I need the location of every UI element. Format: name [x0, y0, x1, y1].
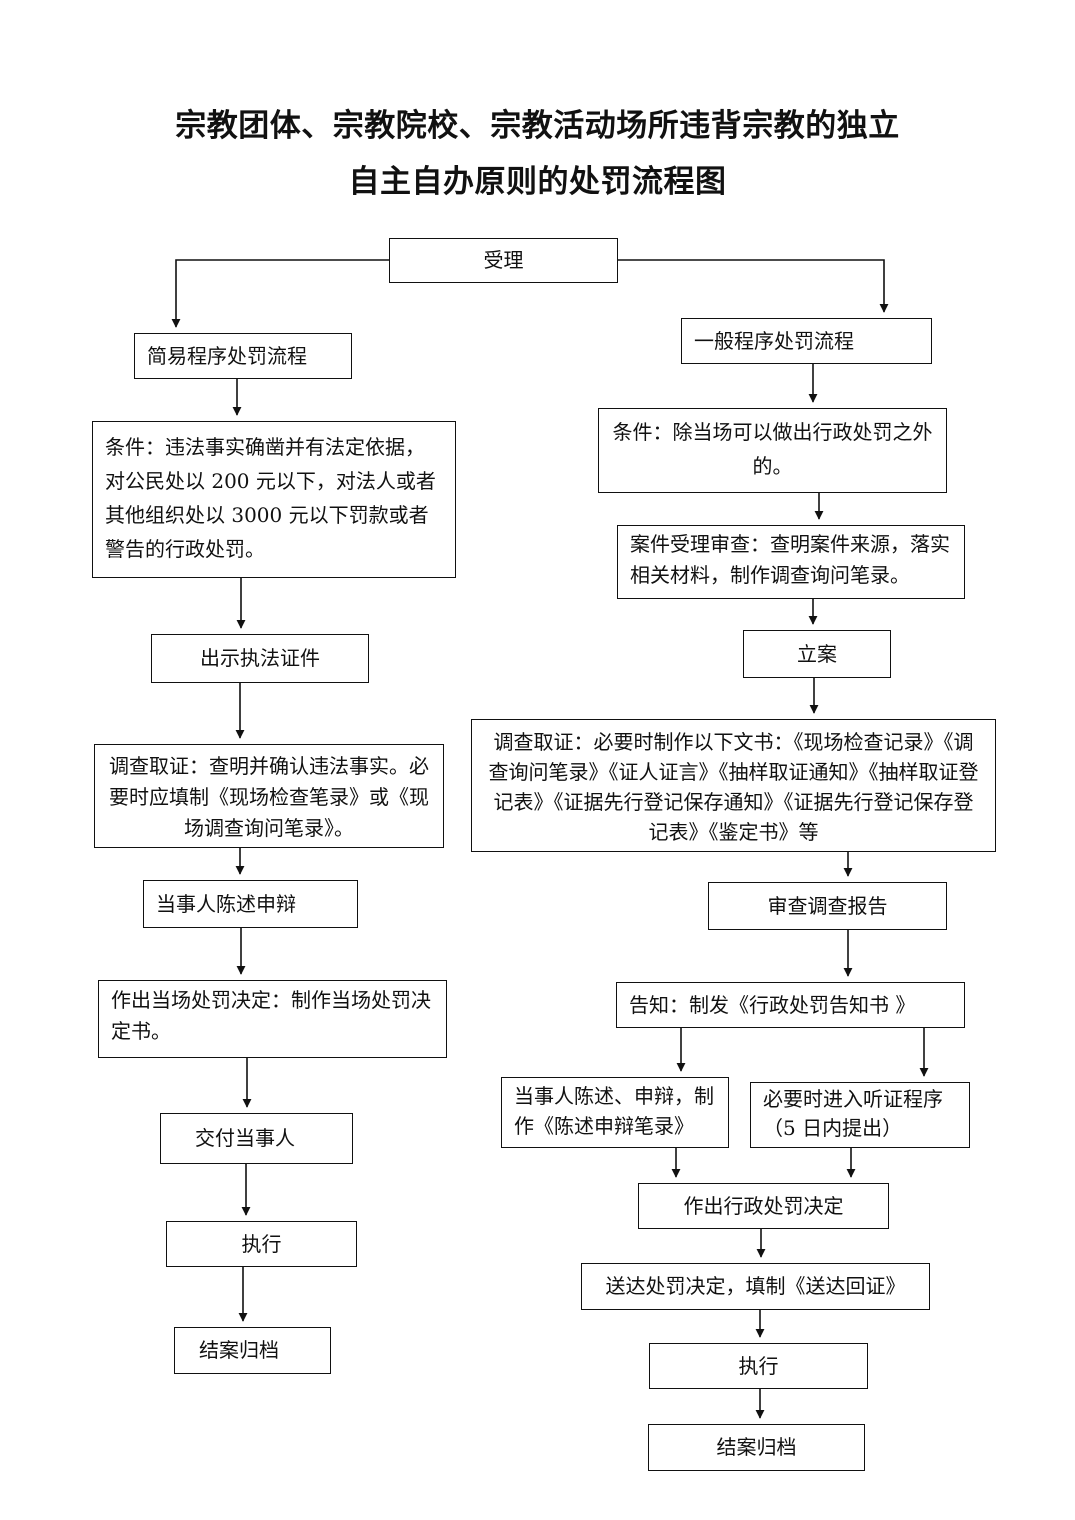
show-id-label: 出示执法证件 — [200, 646, 320, 670]
hearing-label: 必要时进入听证程序（5 日内提出） — [763, 1087, 943, 1140]
general-condition-node: 条件：除当场可以做出行政处罚之外的。 — [598, 408, 947, 493]
simple-archive-node: 结案归档 — [174, 1327, 331, 1374]
general-condition-label: 条件：除当场可以做出行政处罚之外的。 — [612, 420, 933, 478]
general-procedure-label: 一般程序处罚流程 — [694, 329, 854, 353]
serve-decision-node: 送达处罚决定，填制《送达回证》 — [581, 1263, 930, 1310]
general-procedure-node: 一般程序处罚流程 — [681, 318, 932, 364]
case-review-node: 案件受理审查：查明案件来源，落实相关材料，制作调查询问笔录。 — [617, 525, 965, 599]
general-investigate-node: 调查取证：必要时制作以下文书：《现场检查记录》《调查询问笔录》《证人证言》《抽样… — [471, 719, 996, 852]
hearing-node: 必要时进入听证程序（5 日内提出） — [750, 1082, 970, 1148]
connector-accept-to-simple — [171, 259, 390, 328]
simple-defense-label: 当事人陈述申辩 — [156, 892, 296, 916]
simple-investigate-node: 调查取证：查明并确认违法事实。必要时应填制《现场检查笔录》或《现场调查询问笔录》… — [94, 744, 444, 848]
simple-procedure-node: 简易程序处罚流程 — [134, 333, 352, 379]
general-archive-node: 结案归档 — [648, 1424, 865, 1471]
simple-condition-node: 条件：违法事实确凿并有法定依据，对公民处以 200 元以下，对法人或者其他组织处… — [92, 421, 456, 578]
page-title-line-1: 宗教团体、宗教院校、宗教活动场所违背宗教的独立 — [175, 108, 900, 144]
simple-defense-node: 当事人陈述申辩 — [143, 880, 358, 928]
notice-label: 告知：制发《行政处罚告知书 》 — [629, 993, 916, 1017]
simple-archive-label: 结案归档 — [199, 1338, 279, 1362]
deliver-label: 交付当事人 — [195, 1126, 295, 1150]
accept-node-label: 受理 — [483, 248, 524, 272]
simple-execute-label: 执行 — [241, 1232, 282, 1256]
show-id-node: 出示执法证件 — [151, 634, 369, 683]
accept-node: 受理 — [389, 238, 618, 283]
page-title-line-2: 自主自办原则的处罚流程图 — [348, 164, 727, 200]
simple-execute-node: 执行 — [166, 1221, 357, 1267]
simple-decision-node: 作出当场处罚决定：制作当场处罚决定书。 — [98, 980, 447, 1058]
general-defense-label: 当事人陈述、申辩，制作《陈述申辩笔录》 — [514, 1084, 714, 1138]
simple-decision-label: 作出当场处罚决定：制作当场处罚决定书。 — [111, 988, 431, 1043]
general-decision-node: 作出行政处罚决定 — [638, 1183, 889, 1229]
simple-condition-label: 条件：违法事实确凿并有法定依据，对公民处以 200 元以下，对法人或者其他组织处… — [105, 435, 436, 561]
review-report-label: 审查调查报告 — [767, 894, 888, 918]
general-defense-node: 当事人陈述、申辩，制作《陈述申辩笔录》 — [501, 1077, 729, 1148]
deliver-node: 交付当事人 — [160, 1113, 353, 1164]
general-investigate-label: 调查取证：必要时制作以下文书：《现场检查记录》《调查询问笔录》《证人证言》《抽样… — [488, 730, 979, 844]
serve-decision-label: 送达处罚决定，填制《送达回证》 — [605, 1274, 906, 1298]
file-case-node: 立案 — [743, 630, 891, 678]
case-review-label: 案件受理审查：查明案件来源，落实相关材料，制作调查询问笔录。 — [630, 532, 950, 587]
notice-node: 告知：制发《行政处罚告知书 》 — [616, 982, 965, 1028]
file-case-label: 立案 — [797, 642, 837, 666]
simple-procedure-label: 简易程序处罚流程 — [147, 344, 307, 368]
simple-investigate-label: 调查取证：查明并确认违法事实。必要时应填制《现场检查笔录》或《现场调查询问笔录》… — [109, 754, 429, 840]
review-report-node: 审查调查报告 — [708, 882, 947, 930]
general-decision-label: 作出行政处罚决定 — [683, 1194, 844, 1218]
general-archive-label: 结案归档 — [716, 1435, 797, 1459]
general-execute-node: 执行 — [649, 1343, 868, 1389]
connector-accept-to-general — [616, 259, 889, 313]
general-execute-label: 执行 — [738, 1354, 779, 1378]
